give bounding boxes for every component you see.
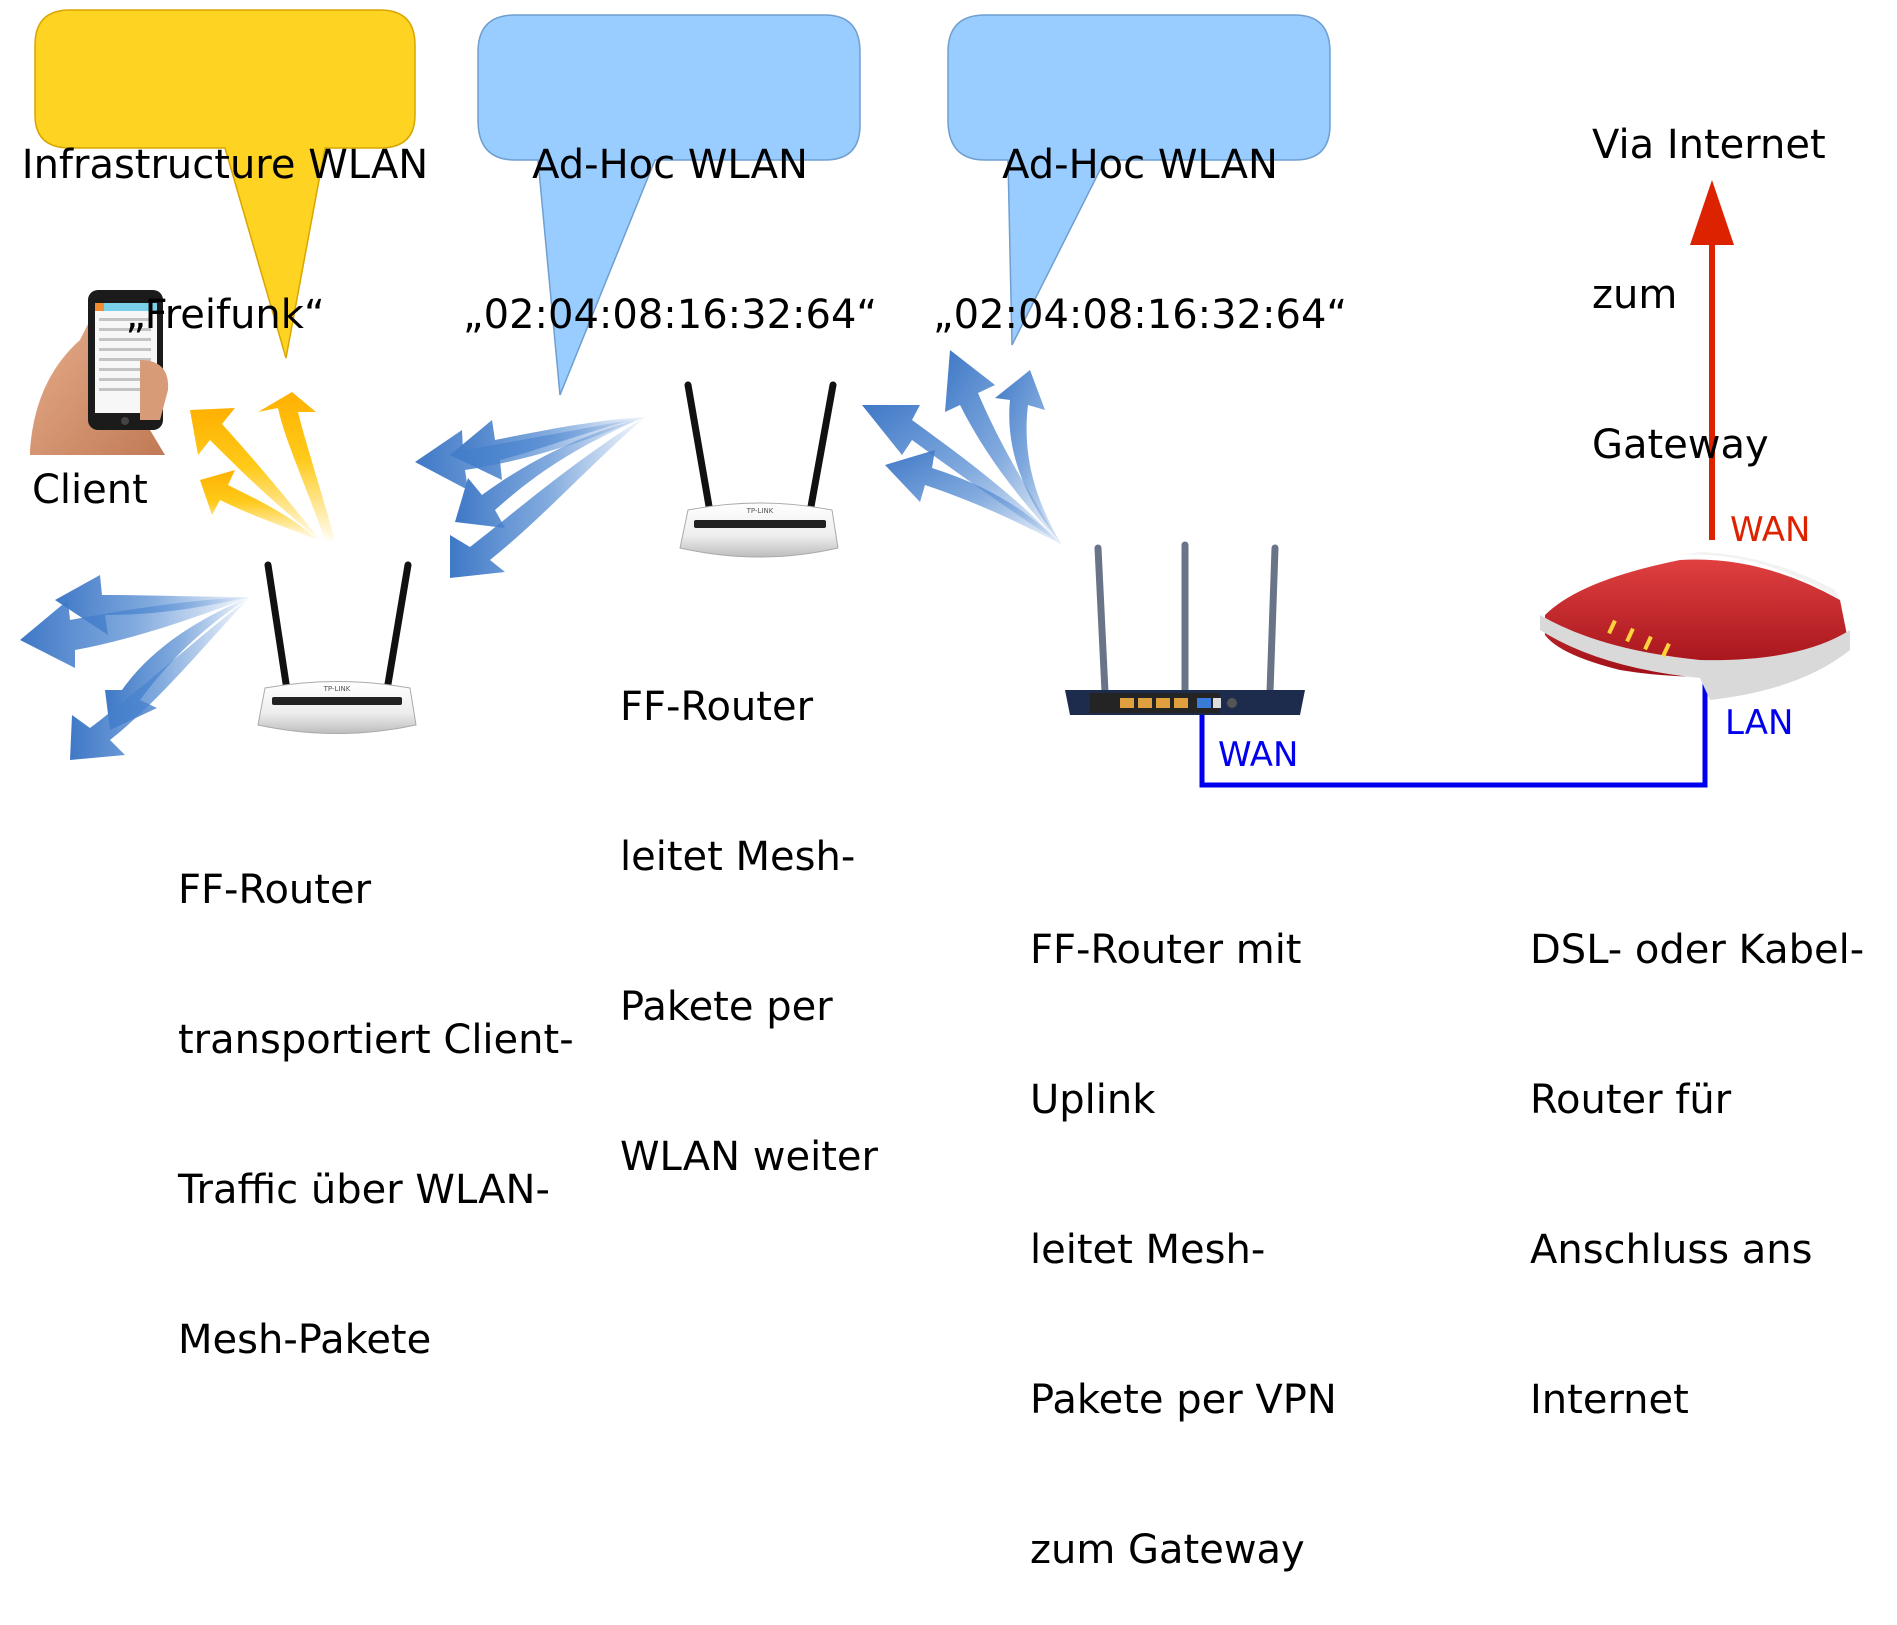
wan-port-label-blue: WAN (1218, 735, 1299, 775)
dsl-line2: Router für (1530, 1077, 1732, 1123)
router1-line3: Traffic über WLAN- (178, 1167, 550, 1213)
router1-caption: FF-Router transportiert Client- Traffic … (178, 765, 574, 1415)
router3-line3: leitet Mesh- (1030, 1227, 1266, 1273)
router2-mesh-arrows-left (415, 417, 645, 578)
internet-label: Via Internet zum Gateway (1592, 20, 1826, 520)
infra-bubble-line1: Infrastructure WLAN (21, 142, 429, 188)
router2-line1: FF-Router (620, 684, 814, 730)
internet-uplink-arrow (1690, 180, 1734, 540)
router-2-brand: TP-LINK (746, 507, 774, 515)
router3-line4: Pakete per VPN (1030, 1377, 1337, 1423)
dsl-line4: Internet (1530, 1377, 1689, 1423)
client-label: Client (32, 467, 148, 513)
mesh-network-diagram: TP-LINK TP-LINK Infrastr (0, 9, 1864, 1573)
wan-port-label-red: WAN (1730, 510, 1811, 550)
adhoc1-bubble-line2: „02:04:08:16:32:64“ (462, 292, 878, 338)
router-1-device: TP-LINK (257, 561, 417, 734)
dsl-line1: DSL- oder Kabel- (1530, 927, 1865, 973)
infrastructure-wlan-bubble (34, 9, 416, 359)
router3-caption: FF-Router mit Uplink leitet Mesh- Pakete… (1030, 825, 1337, 1625)
internet-line2: zum (1592, 272, 1678, 318)
router1-line1: FF-Router (178, 867, 372, 913)
adhoc2-bubble-line2: „02:04:08:16:32:64“ (932, 292, 1348, 338)
router1-line2: transportiert Client- (178, 1017, 574, 1063)
internet-line3: Gateway (1592, 422, 1769, 468)
smartphone-icon (30, 290, 169, 455)
adhoc2-bubble-text: Ad-Hoc WLAN „02:04:08:16:32:64“ (910, 40, 1370, 390)
lan-cable (1199, 680, 1708, 788)
dsl-router-device (1540, 552, 1850, 700)
internet-line1: Via Internet (1592, 122, 1826, 168)
dsl-line3: Anschluss ans (1530, 1227, 1813, 1273)
router2-line3: Pakete per (620, 984, 833, 1030)
router2-caption: FF-Router leitet Mesh- Pakete per WLAN w… (620, 582, 878, 1232)
router-1-brand: TP-LINK (323, 685, 351, 693)
infra-bubble-text: Infrastructure WLAN „Freifunk“ (0, 40, 450, 390)
adhoc-wlan-bubble-2 (947, 14, 1331, 346)
router3-mesh-arrows (862, 350, 1062, 545)
adhoc2-bubble-line1: Ad-Hoc WLAN (1002, 142, 1278, 188)
lan-port-label: LAN (1725, 703, 1794, 743)
router3-line1: FF-Router mit (1030, 927, 1302, 973)
infra-bubble-line2: „Freifunk“ (125, 292, 325, 338)
router1-mesh-arrows (20, 575, 250, 760)
router3-line5: zum Gateway (1030, 1527, 1305, 1573)
adhoc1-bubble-text: Ad-Hoc WLAN „02:04:08:16:32:64“ (440, 40, 900, 390)
adhoc-wlan-bubble-1 (477, 14, 861, 396)
dsl-router-caption: DSL- oder Kabel- Router für Anschluss an… (1530, 825, 1864, 1475)
router-3-device (1065, 541, 1305, 715)
router3-line2: Uplink (1030, 1077, 1156, 1123)
router-2-device: TP-LINK (679, 381, 839, 558)
diagram-canvas: TP-LINK TP-LINK (20, 9, 1850, 788)
adhoc1-bubble-line1: Ad-Hoc WLAN (532, 142, 808, 188)
router2-line4: WLAN weiter (620, 1134, 878, 1180)
client-wlan-arrows (190, 392, 335, 540)
router1-line4: Mesh-Pakete (178, 1317, 432, 1363)
router2-line2: leitet Mesh- (620, 834, 856, 880)
